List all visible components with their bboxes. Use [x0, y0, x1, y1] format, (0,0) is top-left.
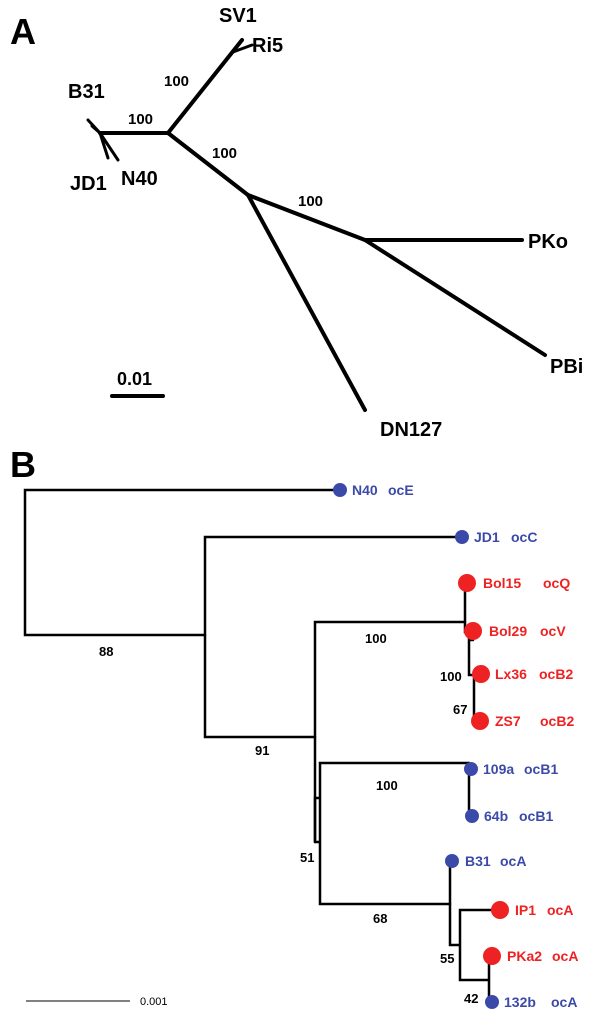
- tip-ospc-b31: ocA: [500, 853, 526, 869]
- branch-n40-tip: [98, 131, 120, 162]
- tip-dot-bol29: [464, 622, 482, 640]
- tip-strain-132b: 132b: [504, 994, 536, 1010]
- tip-ospc-64b: ocB1: [519, 808, 553, 824]
- tip-strain-bol29: Bol29: [489, 623, 527, 639]
- tip-strain-ip1: IP1: [515, 902, 536, 918]
- bootstrap-b-lx36-group: 100: [440, 669, 462, 684]
- branch-pko-pbi: [246, 193, 367, 242]
- tip-strain-bol15: Bol15: [483, 575, 521, 591]
- tip-ospc-n40: ocE: [388, 482, 414, 498]
- tip-strain-jd1: JD1: [474, 529, 500, 545]
- tip-ospc-132b: ocA: [551, 994, 577, 1010]
- tip-ospc-zs7: ocB2: [540, 713, 574, 729]
- bootstrap-b-jd1-split: 91: [255, 743, 269, 758]
- tip-strain-pka2: PKa2: [507, 948, 542, 964]
- bootstrap-b-lx36-zs7: 67: [453, 702, 467, 717]
- branch-red-clade: [463, 578, 476, 722]
- taxon-dn127: DN127: [380, 419, 442, 441]
- branch-jd1-split: [203, 535, 462, 739]
- taxon-pko: PKo: [528, 231, 568, 253]
- scale-bar-b-label: 0.001: [140, 996, 168, 1008]
- tip-dot-pka2: [483, 947, 501, 965]
- panel-a-unrooted-tree: [86, 38, 547, 412]
- panel-a-letter: A: [10, 11, 36, 52]
- tip-dot-b31: [445, 854, 459, 868]
- taxon-pbi: PBi: [550, 356, 583, 378]
- tip-dot-132b: [485, 995, 499, 1009]
- bootstrap-a-b31: 100: [128, 111, 153, 128]
- branch-dn127: [246, 193, 367, 412]
- branch-node-51: [313, 761, 471, 906]
- taxon-sv1: SV1: [219, 5, 257, 27]
- tip-dot-ip1: [491, 901, 509, 919]
- tip-ospc-bol15: ocQ: [543, 575, 570, 591]
- bootstrap-b-oca-clade: 68: [373, 911, 387, 926]
- bootstrap-b-pka2-132b: 42: [464, 991, 478, 1006]
- tip-dot-109a: [464, 762, 478, 776]
- branch-b31-tip2: [90, 124, 102, 135]
- tip-strain-64b: 64b: [484, 808, 508, 824]
- tip-dot-zs7: [471, 712, 489, 730]
- bootstrap-b-b1-clade: 100: [376, 778, 398, 793]
- tip-dot-n40: [333, 483, 347, 497]
- tip-ospc-ip1: ocA: [547, 902, 573, 918]
- scale-bar-a-label: 0.01: [117, 369, 152, 389]
- tip-strain-109a: 109a: [483, 761, 514, 777]
- tip-strain-zs7: ZS7: [495, 713, 521, 729]
- tip-strain-b31: B31: [465, 853, 491, 869]
- bootstrap-b-red-clade: 100: [365, 631, 387, 646]
- tip-dot-jd1: [455, 530, 469, 544]
- tip-strain-n40: N40: [352, 482, 378, 498]
- bootstrap-b-ip1-split: 55: [440, 951, 454, 966]
- branch-node-315: [313, 620, 467, 844]
- bootstrap-a-inner: 100: [212, 145, 237, 162]
- branch-root: [23, 488, 338, 637]
- taxon-jd1: JD1: [70, 173, 107, 195]
- tip-ospc-lx36: ocB2: [539, 666, 573, 682]
- panel-b-tip-dots: [333, 483, 509, 1009]
- tip-strain-lx36: Lx36: [495, 666, 527, 682]
- panel-b-bootstrap-values: 88 91 100 100 67 100 51 68 55 42: [99, 631, 478, 1006]
- bootstrap-b-51: 51: [300, 850, 314, 865]
- taxon-n40: N40: [121, 168, 158, 190]
- taxon-b31: B31: [68, 81, 105, 103]
- branch-inner: [166, 131, 250, 197]
- tip-ospc-109a: ocB1: [524, 761, 558, 777]
- taxon-ri5: Ri5: [252, 35, 283, 57]
- tip-dot-bol15: [458, 574, 476, 592]
- bootstrap-b-root: 88: [99, 644, 113, 659]
- branch-pbi: [363, 238, 547, 357]
- panel-b-rooted-tree: [23, 488, 497, 1004]
- bootstrap-a-ri5: 100: [164, 73, 189, 90]
- bootstrap-a-pko-pbi: 100: [298, 193, 323, 210]
- branch-ri5-tip: [231, 43, 254, 54]
- branch-ri5-sv1: [166, 38, 244, 135]
- panel-b-letter: B: [10, 444, 36, 485]
- tip-ospc-jd1: ocC: [511, 529, 537, 545]
- panel-b-tip-labels: N40 ocE JD1 ocC Bol15 ocQ Bol29 ocV Lx36…: [352, 482, 578, 1010]
- tip-dot-lx36: [472, 665, 490, 683]
- tip-dot-64b: [465, 809, 479, 823]
- tip-ospc-pka2: ocA: [552, 948, 578, 964]
- tip-ospc-bol29: ocV: [540, 623, 566, 639]
- branch-oca-clade: [448, 859, 497, 1004]
